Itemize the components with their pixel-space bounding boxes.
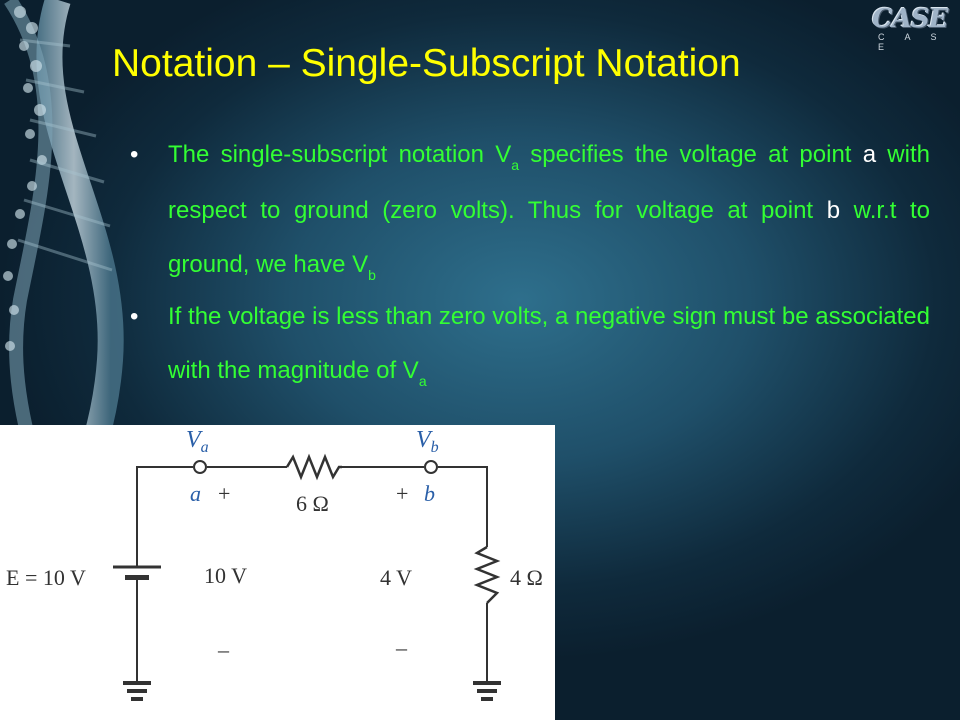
subscript-a: a: [511, 157, 520, 173]
resistor-4ohm: [473, 545, 501, 604]
bullet-item-single-subscript: • The single-subscript notation Va speci…: [130, 128, 930, 294]
r1-label: 6 Ω: [296, 491, 329, 516]
resistor-6ohm: [285, 453, 342, 481]
minus-sign-left: –: [217, 637, 230, 662]
battery-symbol: [113, 565, 161, 580]
plus-sign-left: +: [218, 481, 230, 506]
circuit-wires: [136, 466, 488, 681]
logo-wordmark: CASE: [872, 4, 948, 34]
ground-symbol-right: [473, 681, 501, 701]
bullet-item-negative-voltage: • If the voltage is less than zero volts…: [130, 290, 930, 400]
bullet-text: w.r.t to ground, we have V: [168, 197, 930, 278]
bullet-text: specifies the voltage at point: [519, 141, 863, 168]
point-b-label: b: [826, 197, 841, 224]
circuit-diagram: Va Vb a b + + 6 Ω E = 10 V 10 V 4 V 4 Ω …: [0, 425, 555, 720]
point-a-label: a: [862, 141, 877, 168]
bullet-text: The single-subscript notation V: [168, 141, 512, 168]
node-a-label: a: [190, 481, 201, 506]
bullet-text: If the voltage is less than zero volts, …: [168, 303, 930, 384]
va-label: Va: [186, 427, 209, 456]
r2-label: 4 Ω: [510, 565, 543, 590]
bullet-dot: •: [130, 303, 139, 330]
plus-sign-right: +: [396, 481, 408, 506]
bullet-text: with respect to ground (zero volts). Thu…: [168, 141, 930, 224]
bullet-dot: •: [130, 141, 139, 168]
minus-sign-right: –: [395, 635, 408, 660]
ground-symbol-left: [123, 681, 151, 701]
vb-label: Vb: [416, 427, 439, 456]
source-label: E = 10 V: [6, 565, 86, 590]
v-right-label: 4 V: [380, 565, 412, 590]
subscript-a: a: [418, 373, 427, 389]
slide-title: Notation – Single-Subscript Notation: [112, 42, 741, 85]
circuit-svg: Va Vb a b + + 6 Ω E = 10 V 10 V 4 V 4 Ω …: [6, 427, 543, 701]
node-b-label: b: [424, 481, 435, 506]
node-b-terminal: [424, 460, 438, 474]
node-a-terminal: [193, 460, 207, 474]
subscript-b: b: [368, 267, 376, 283]
v-left-label: 10 V: [204, 563, 247, 588]
case-logo: CASE C A S E: [866, 2, 958, 52]
bullet-list: • The single-subscript notation Va speci…: [130, 128, 930, 400]
logo-subtext: C A S E: [878, 32, 946, 52]
